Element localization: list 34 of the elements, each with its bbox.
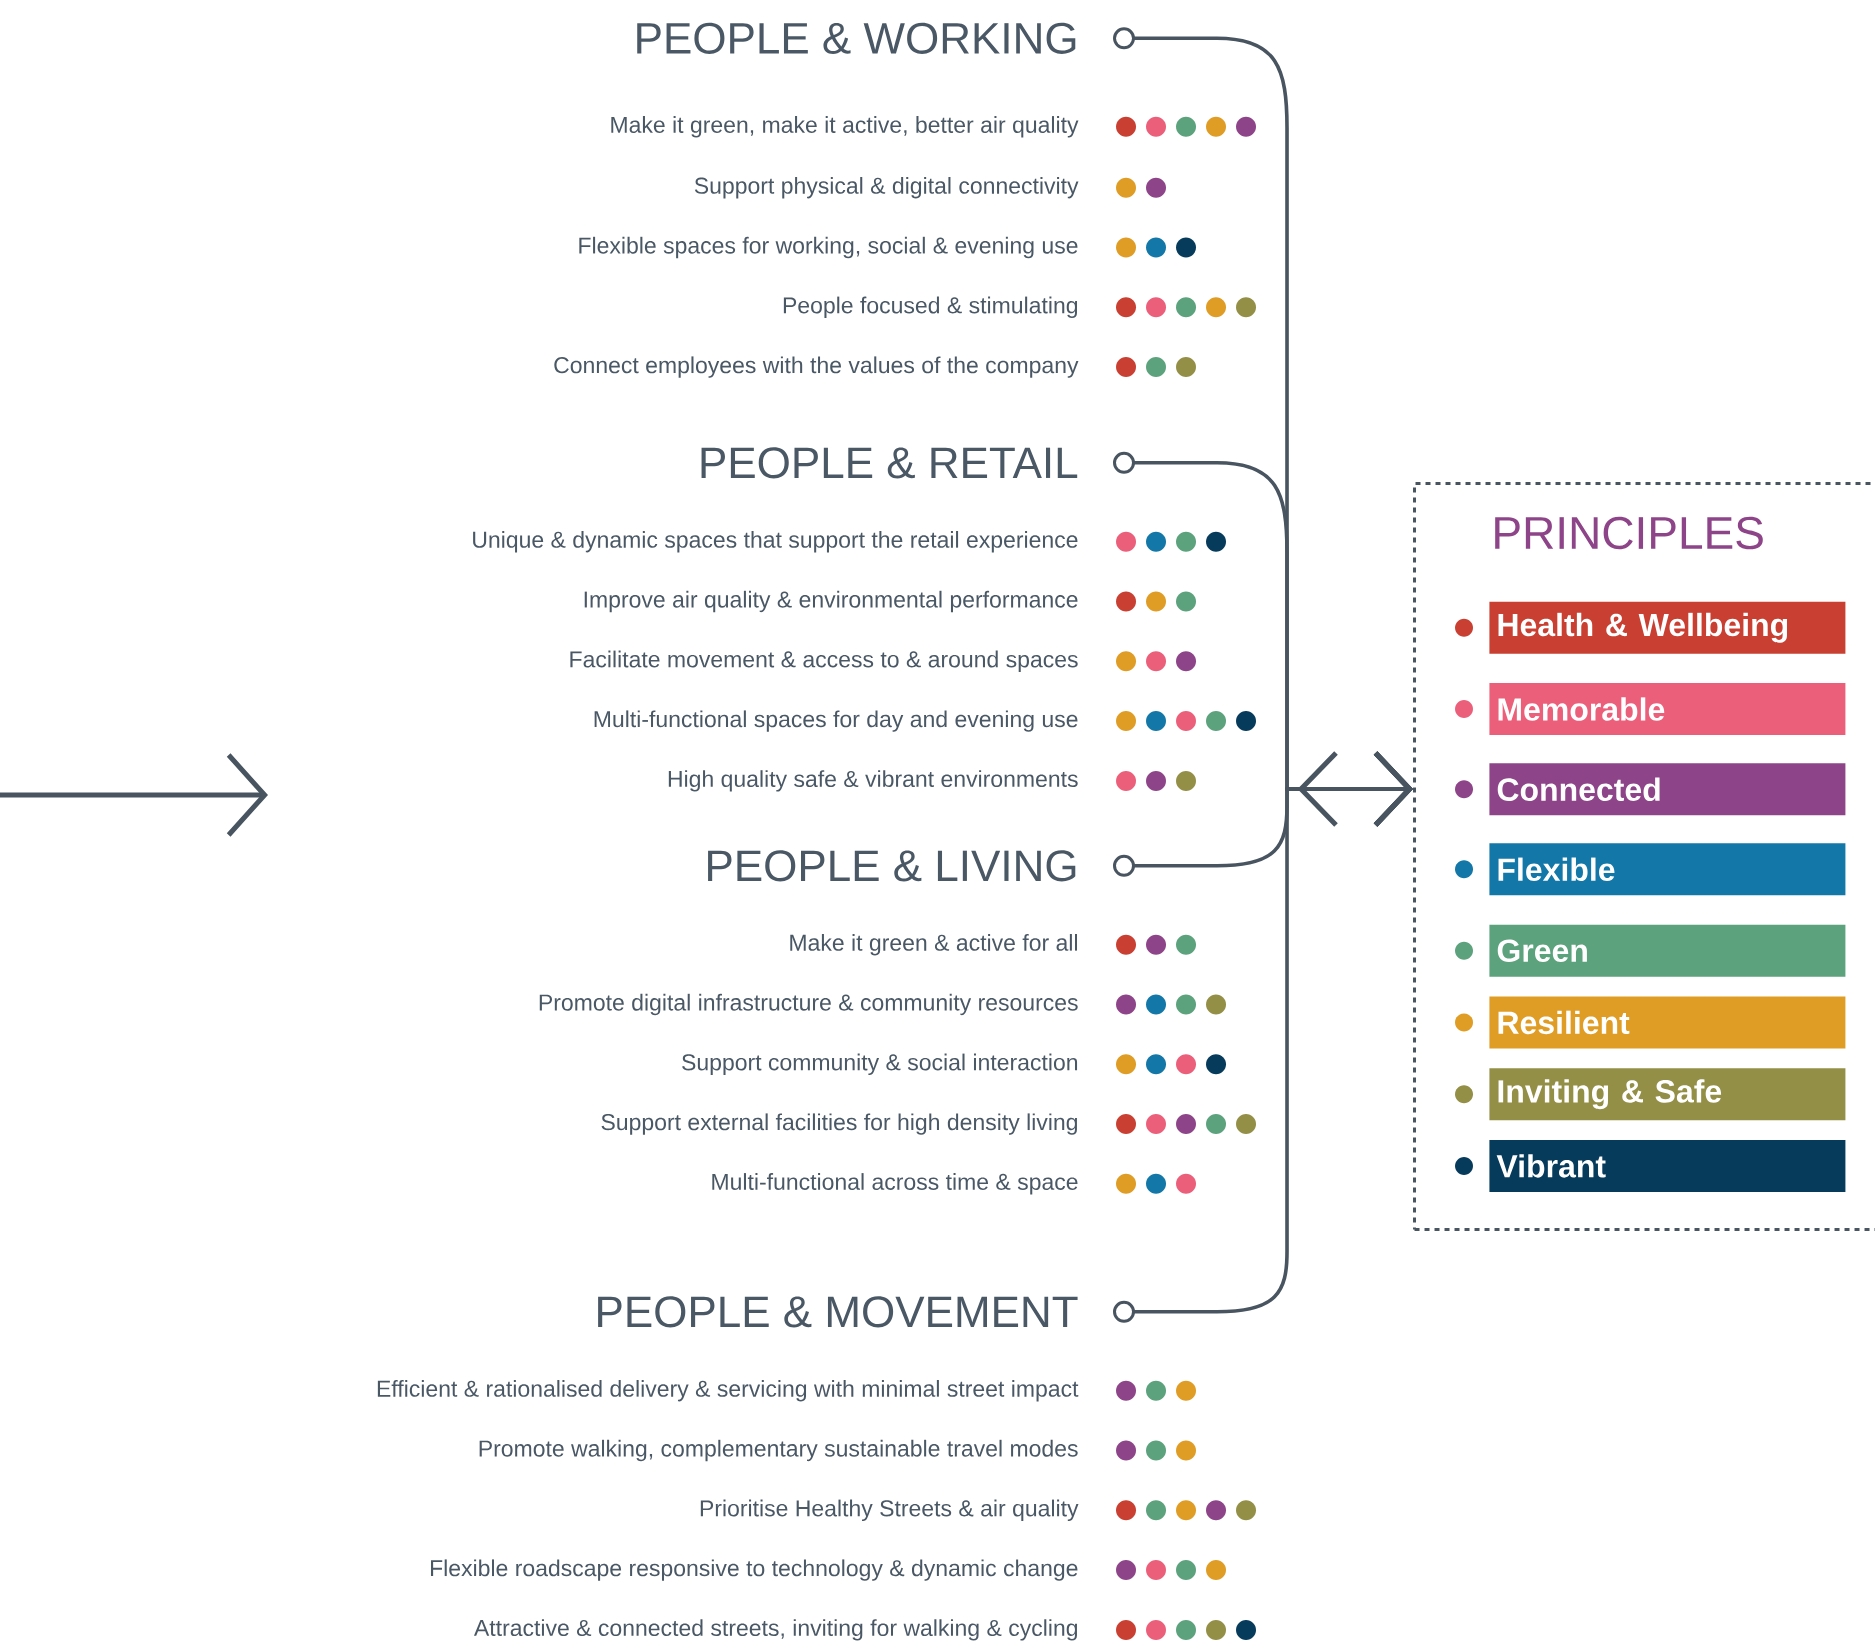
item-text: Support external facilities for high density living: [601, 1113, 1077, 1135]
item-text: Unique & dynamic spaces that support the retail experience: [473, 531, 1078, 553]
item-text: Support physical & digital connectivity: [694, 177, 1079, 199]
item-text: Improve air quality & environmental performance: [584, 590, 1078, 613]
item-text: High quality safe & vibrant environments: [668, 770, 1078, 792]
item-text: Make it green, make it active, better air quality: [611, 116, 1079, 138]
item-text: Multi-functional spaces for day and evening use: [594, 710, 1078, 732]
legend-bar: Inviting & Safe: [1489, 1068, 1846, 1121]
item-text: Promote digital infrastructure & community resources: [539, 993, 1078, 1016]
legend-bar: Resilient: [1489, 996, 1846, 1049]
connector: [1113, 751, 1413, 1323]
item-text: Flexible spaces for working, social & evening use: [579, 236, 1078, 259]
item-text: Make it green & active for all: [790, 934, 1077, 956]
legend-bar: Vibrant: [1489, 1139, 1846, 1192]
box-title: PRINCIPLES: [1495, 516, 1763, 550]
item-text: Connect employees with the values of the company: [554, 356, 1079, 378]
item-text: Attractive & connected streets, inviting for walking & cycling: [474, 1619, 1077, 1641]
legend-bar: Memorable: [1489, 683, 1846, 736]
item-text: Prioritise Healthy Streets & air quality: [700, 1499, 1079, 1521]
item-text: Efficient & rationalised delivery & servicing with minimal street impact: [377, 1380, 1079, 1402]
item-text: Facilitate movement & access to & around spaces: [570, 650, 1078, 672]
item-text: Flexible roadscape responsive to technology & dynamic change: [431, 1559, 1078, 1581]
item-text: Promote walking, complementary sustainable travel modes: [479, 1439, 1078, 1462]
legend-bar: Flexible: [1489, 843, 1846, 896]
item-text: Support community & social interaction: [682, 1053, 1078, 1075]
section-heading: PEOPLE & RETAIL: [701, 447, 1078, 479]
section-heading: PEOPLE & WORKING: [637, 22, 1076, 54]
section-heading: PEOPLE & MOVEMENT: [598, 1296, 1078, 1328]
legend-bar: Green: [1489, 924, 1846, 977]
legend-bar: Connected: [1489, 763, 1846, 816]
item-text: People focused & stimulating: [783, 296, 1078, 318]
section-heading: PEOPLE & LIVING: [708, 850, 1076, 882]
legend-bar: Health & Wellbeing: [1489, 601, 1846, 654]
item-text: Multi-functional across time & space: [712, 1173, 1078, 1195]
